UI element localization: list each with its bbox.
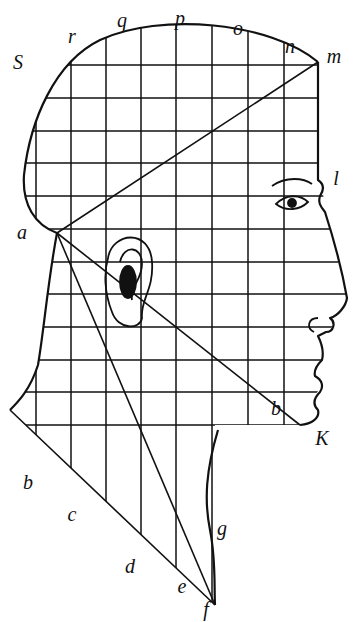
eye <box>272 179 318 332</box>
point-letter: e <box>178 576 187 596</box>
point-letter: o <box>233 18 243 38</box>
proportion-lines <box>10 62 318 605</box>
point-letter: c <box>68 504 77 524</box>
point-letter: b <box>23 472 33 492</box>
head-outline <box>10 24 347 605</box>
point-letter: g <box>217 518 227 538</box>
point-letter: m <box>327 46 341 66</box>
point-letter: a <box>17 222 27 242</box>
point-letter: b <box>271 398 281 418</box>
point-letter: f <box>203 599 209 619</box>
point-letter: d <box>125 556 135 576</box>
ear <box>105 238 152 327</box>
point-letter: r <box>68 26 76 46</box>
point-letter: l <box>333 168 339 188</box>
point-letter: p <box>175 8 185 28</box>
point-letter: S <box>13 52 23 72</box>
point-letter: n <box>285 36 295 56</box>
point-letter: K <box>315 428 328 448</box>
point-letter: q <box>117 10 127 30</box>
